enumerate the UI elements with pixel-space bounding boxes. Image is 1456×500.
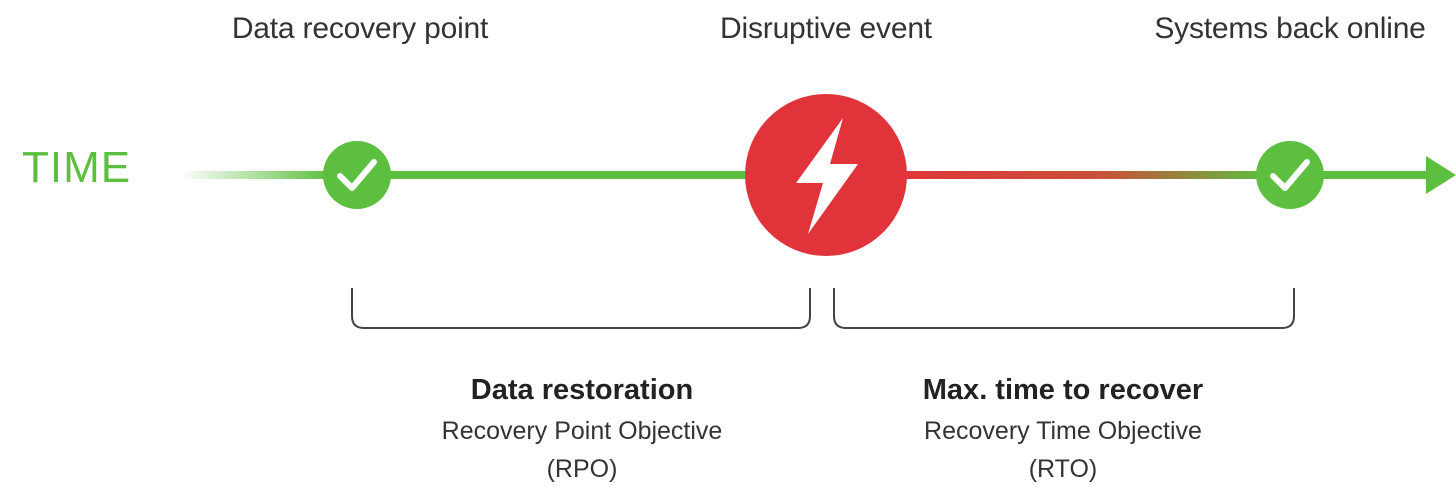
recovery-point-marker	[323, 141, 391, 209]
rto-bracket	[833, 288, 1295, 329]
rpo-bracket	[351, 288, 811, 329]
timeline-rpo-segment	[330, 171, 760, 179]
check-icon	[1256, 141, 1324, 209]
back-online-marker	[1256, 141, 1324, 209]
rpo-description: Data restoration Recovery Point Objectiv…	[442, 368, 723, 488]
rto-subtitle: Recovery Time Objective	[924, 417, 1202, 445]
rto-description: Max. time to recover Recovery Time Objec…	[923, 368, 1203, 488]
check-icon	[323, 141, 391, 209]
timeline-rto-segment	[890, 171, 1270, 179]
disruptive-event-label: Disruptive event	[720, 12, 932, 45]
arrow-head-icon	[1426, 156, 1456, 194]
rpo-title: Data restoration	[470, 374, 694, 406]
lightning-bolt-icon	[796, 118, 858, 234]
disruptive-event-marker	[745, 94, 907, 256]
rto-abbr: (RTO)	[1028, 455, 1098, 483]
rpo-subtitle: Recovery Point Objective	[441, 417, 723, 445]
rto-title: Max. time to recover	[922, 374, 1204, 406]
systems-back-online-label: Systems back online	[1154, 12, 1426, 45]
rpo-abbr: (RPO)	[546, 455, 618, 483]
timeline-fade-segment	[180, 171, 330, 179]
timeline-end-segment	[1300, 171, 1430, 179]
data-recovery-point-label: Data recovery point	[231, 12, 489, 45]
time-axis-label: TIME	[22, 143, 132, 192]
